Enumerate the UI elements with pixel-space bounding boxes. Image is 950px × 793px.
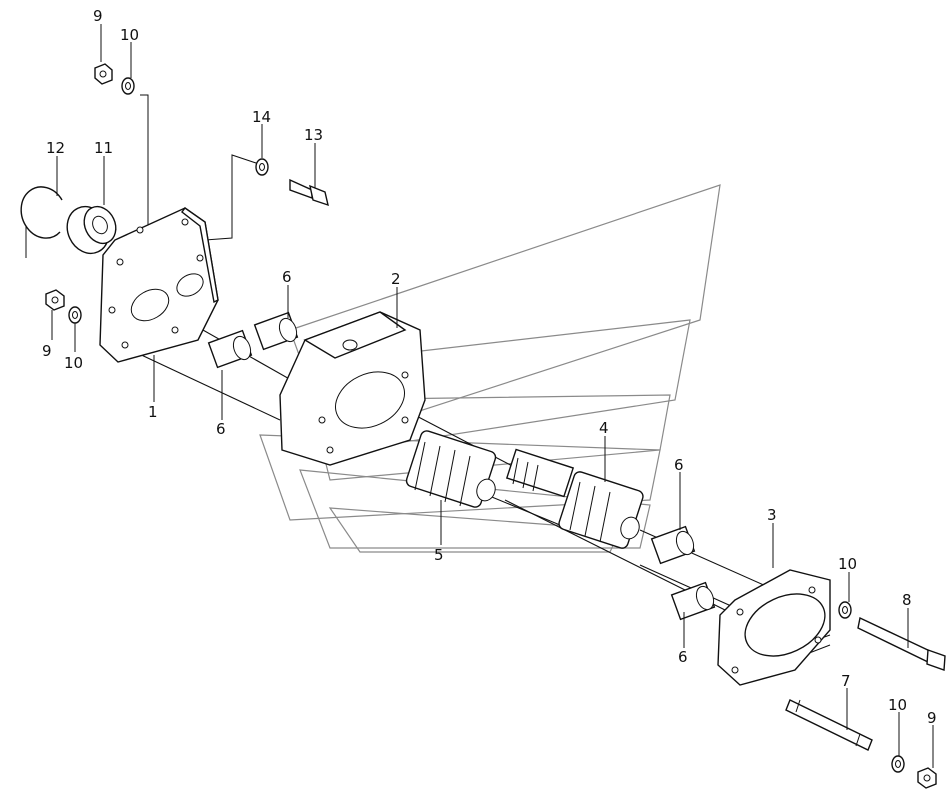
callout-11-bearing: 11 — [94, 139, 113, 157]
callout-13-bolt: 13 — [304, 126, 323, 144]
nut-top — [94, 63, 113, 85]
callout-6-lower-right-bearing: 6 — [678, 648, 688, 666]
callout-10-top-washer: 10 — [120, 26, 139, 44]
washer-left — [68, 306, 82, 324]
callout-10-left-washer: 10 — [64, 354, 83, 372]
assembly-axis-lines — [25, 94, 831, 673]
callout-10-lower-washer: 10 — [888, 696, 907, 714]
washer-rear-lower — [891, 755, 905, 773]
callout-labels: 9 10 12 11 14 13 9 10 1 6 6 2 4 5 6 6 3 … — [42, 7, 937, 727]
callout-10-rear-washer: 10 — [838, 555, 857, 573]
needle-bearing-lower-left — [207, 329, 253, 369]
callout-9-top-nut: 9 — [93, 7, 103, 25]
needle-bearing-upper-left — [253, 311, 299, 351]
callout-8-bolt: 8 — [902, 591, 912, 609]
callout-5-driven-gear: 5 — [434, 546, 444, 564]
needle-bearing-upper-right — [650, 525, 696, 565]
nut-rear — [917, 767, 937, 789]
nut-left — [45, 289, 65, 311]
bolt-upper — [289, 178, 329, 207]
needle-bearing-lower-right — [670, 581, 716, 621]
washer-rear-upper — [838, 601, 852, 619]
callout-4-drive-gear: 4 — [599, 419, 609, 437]
driven-gear — [405, 430, 497, 508]
washer-top — [121, 77, 135, 95]
callout-2-housing: 2 — [391, 270, 401, 288]
callout-14-washer: 14 — [252, 108, 271, 126]
callout-9-rear-nut: 9 — [927, 709, 937, 727]
callout-leaders — [51, 24, 934, 768]
callout-12-snap-ring: 12 — [46, 139, 65, 157]
drive-gear-shaft — [505, 448, 644, 549]
callout-7-stud: 7 — [841, 672, 851, 690]
callout-6-left-bearing: 6 — [216, 420, 226, 438]
rear-cover — [717, 569, 831, 686]
snap-ring — [20, 186, 63, 239]
ball-bearing — [66, 205, 117, 255]
stud-bolt — [785, 699, 873, 751]
callout-3-rear-cover: 3 — [767, 506, 777, 524]
callout-6-right-bearing: 6 — [674, 456, 684, 474]
gear-housing — [279, 311, 426, 466]
callout-1-front-cover: 1 — [148, 403, 158, 421]
front-cover-plate — [99, 207, 219, 363]
callout-9-left-nut: 9 — [42, 342, 52, 360]
bolt-rear — [857, 616, 946, 671]
callout-6-upper-bearing: 6 — [282, 268, 292, 286]
washer-upper — [255, 158, 269, 176]
